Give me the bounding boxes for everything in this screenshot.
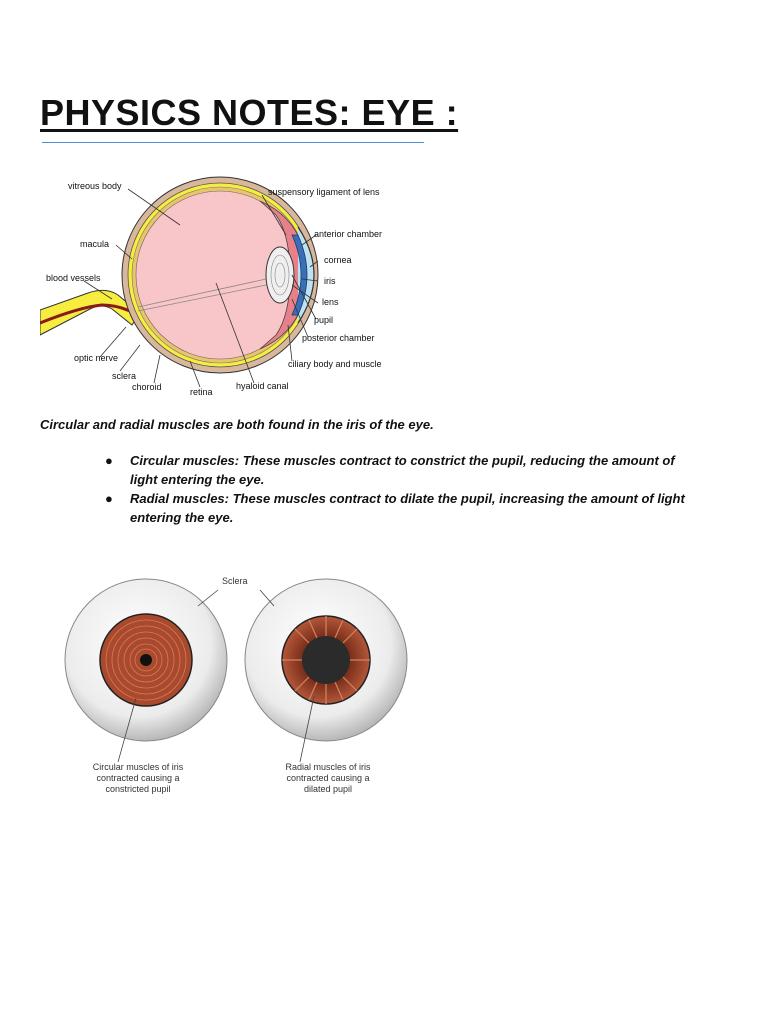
lens <box>265 246 295 304</box>
left-caption-line: Circular muscles of iris <box>93 762 184 772</box>
list-item: ● Radial muscles: These muscles contract… <box>105 489 690 527</box>
label-ciliary-body: ciliary body and muscle <box>288 359 382 369</box>
label-blood-vessels: blood vessels <box>46 273 101 283</box>
bullet-marker: ● <box>105 491 113 506</box>
list-item: ● Circular muscles: These muscles contra… <box>105 451 690 489</box>
label-anterior-chamber: anterior chamber <box>314 229 382 239</box>
hyaloid-canal <box>137 278 267 312</box>
sclera-label: Sclera <box>222 576 248 586</box>
label-pupil: pupil <box>314 315 333 325</box>
title-divider <box>42 142 424 143</box>
muscle-bullet-list: ● Circular muscles: These muscles contra… <box>105 451 690 527</box>
label-suspensory-ligament: suspensory ligament of lens <box>268 187 380 197</box>
label-posterior-chamber: posterior chamber <box>302 333 375 343</box>
label-hyaloid-canal: hyaloid canal <box>236 381 289 391</box>
label-choroid: choroid <box>132 382 162 392</box>
left-caption-line: constricted pupil <box>105 784 170 794</box>
eye-anatomy-diagram: vitreous body suspensory ligament of len… <box>40 176 382 397</box>
label-sclera: sclera <box>112 371 136 381</box>
label-macula: macula <box>80 239 109 249</box>
label-vitreous-body: vitreous body <box>68 181 122 191</box>
bullet-text: Radial muscles: These muscles contract t… <box>130 491 685 525</box>
right-caption-line: Radial muscles of iris <box>285 762 371 772</box>
left-pupil <box>140 654 152 666</box>
label-lens: lens <box>322 297 339 307</box>
label-cornea: cornea <box>324 255 352 265</box>
left-caption-line: contracted causing a <box>96 773 179 783</box>
label-optic-nerve: optic nerve <box>74 353 118 363</box>
bullet-text: Circular muscles: These muscles contract… <box>130 453 675 487</box>
right-caption-line: dilated pupil <box>304 784 352 794</box>
right-caption-line: contracted causing a <box>286 773 369 783</box>
page-title: PHYSICS NOTES: EYE : <box>40 92 459 133</box>
label-retina: retina <box>190 387 213 397</box>
iris-muscles-diagram: Sclera Circular muscles of iris contract… <box>64 576 408 794</box>
bullet-marker: ● <box>105 453 113 468</box>
intro-text: Circular and radial muscles are both fou… <box>40 417 434 432</box>
label-iris: iris <box>324 276 336 286</box>
right-pupil <box>302 636 350 684</box>
blood-vessel <box>40 303 139 325</box>
